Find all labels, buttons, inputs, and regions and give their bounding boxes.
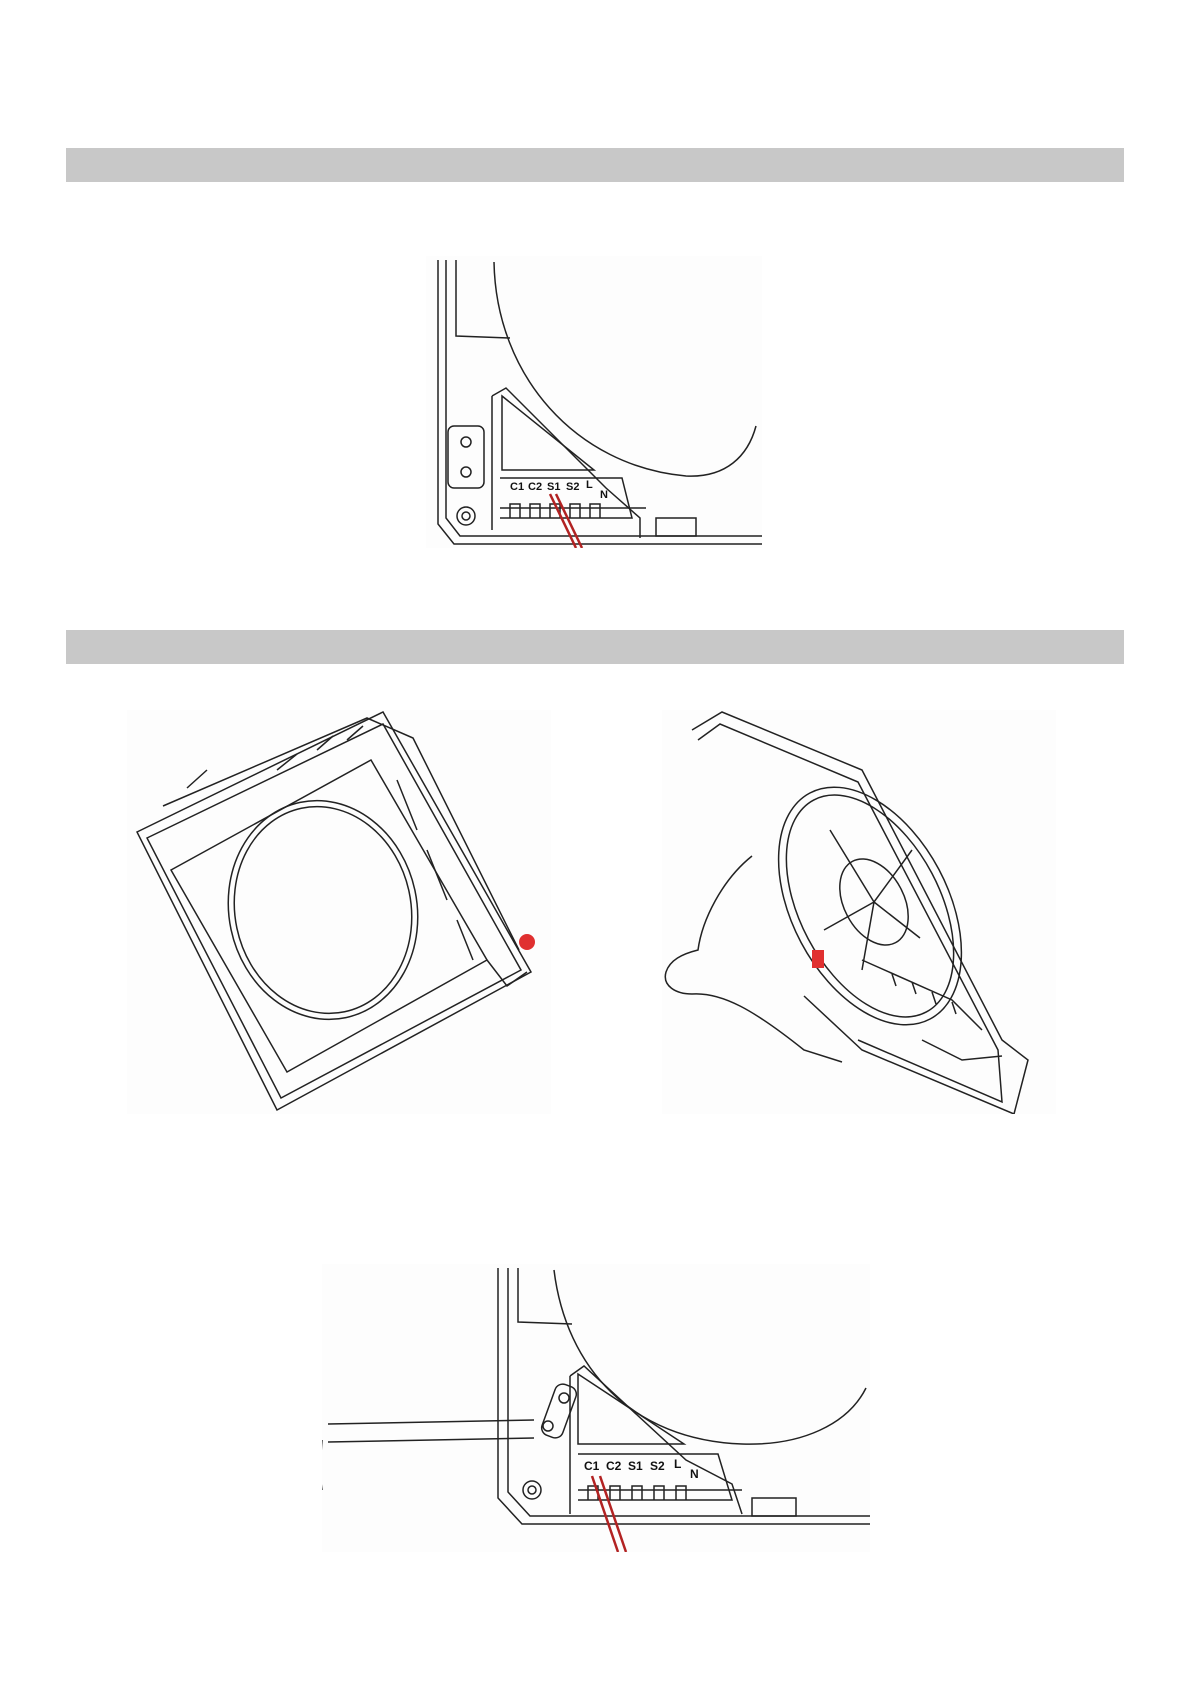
terminal-label-s1: S1 <box>628 1459 643 1473</box>
fan-housing-front-figure <box>127 710 551 1114</box>
terminal-label-c1: C1 <box>510 481 524 493</box>
terminal-block-figure-2: C1 C2 S1 S2 L N <box>322 1264 870 1552</box>
terminal-block-figure-1: C1 C2 S1 S2 L N <box>426 256 762 548</box>
red-marker <box>519 934 535 950</box>
terminal-label-c2: C2 <box>606 1459 622 1473</box>
red-marker <box>812 950 824 968</box>
red-wires <box>592 1476 626 1552</box>
red-wires <box>550 494 582 548</box>
terminal-label-l: L <box>674 1457 681 1471</box>
section-header-bar-2 <box>66 630 1124 664</box>
terminal-label-s2: S2 <box>650 1459 665 1473</box>
terminal-label-c1: C1 <box>584 1459 600 1473</box>
terminal-label-l: L <box>586 479 593 491</box>
terminal-label-n: N <box>600 489 608 501</box>
terminal-label-n: N <box>690 1467 699 1481</box>
terminal-label-s2: S2 <box>566 481 579 493</box>
terminal-label-c2: C2 <box>528 481 542 493</box>
terminal-label-s1: S1 <box>547 481 560 493</box>
section-header-bar-1 <box>66 148 1124 182</box>
fan-housing-side-figure <box>662 710 1056 1114</box>
